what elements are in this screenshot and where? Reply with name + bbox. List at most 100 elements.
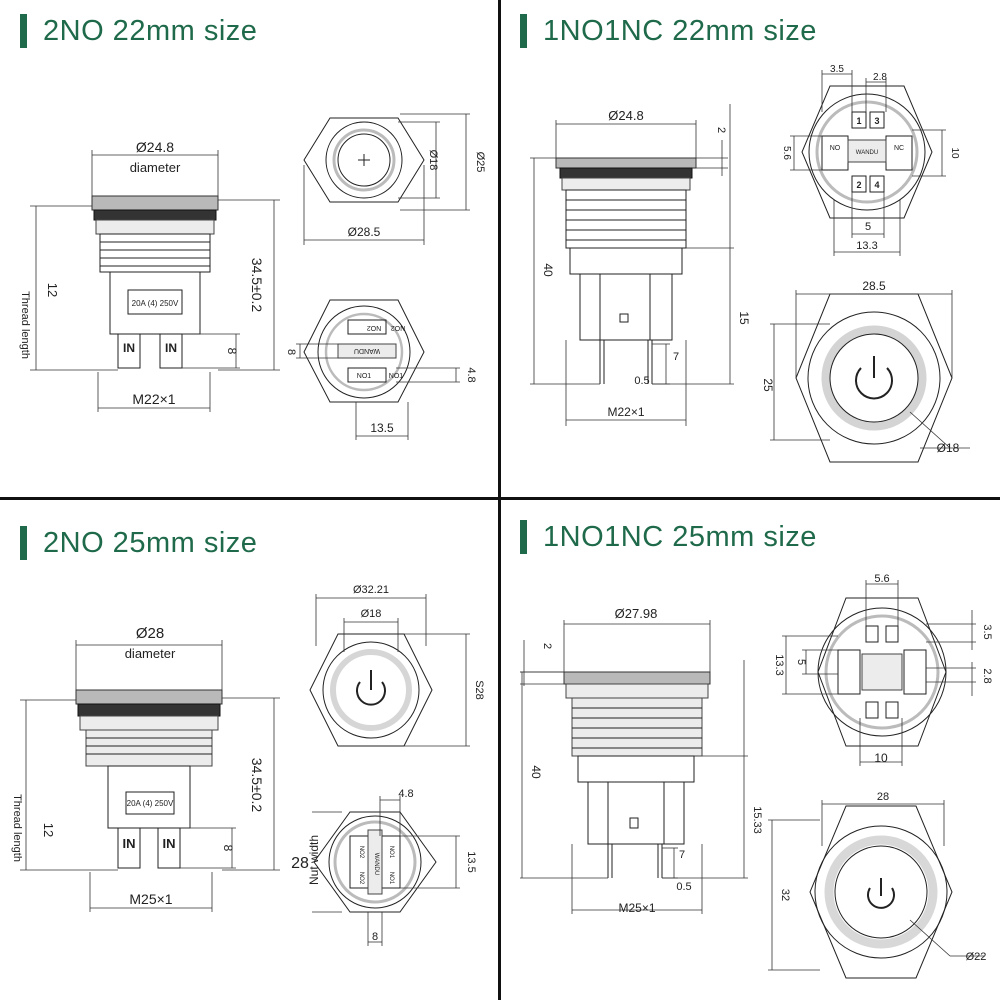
- label-diameter-word: diameter: [130, 160, 181, 175]
- label-thread-length: Thread length: [11, 794, 23, 862]
- label-thread: M22×1: [132, 391, 175, 407]
- label-w13: 13.3: [856, 240, 877, 252]
- label-d2: 3.5: [981, 624, 993, 639]
- label-diameter: Ø24.8: [136, 139, 174, 155]
- label-head-width: Ø32.21: [353, 584, 389, 596]
- panel-1no1nc-25mm: Ø27.98 2 40 15.33 7 0.5 M25×1 5.6 3.5 13…: [500, 500, 1000, 1000]
- terminal-no2-b: NO2: [358, 872, 364, 885]
- label-thread: M25×1: [618, 901, 655, 915]
- label-face-width: 28: [877, 791, 889, 803]
- label-thread-length-value: 12: [41, 823, 56, 837]
- title-accent-bar: [20, 526, 27, 560]
- label-thread-length: Thread length: [19, 291, 31, 359]
- label-pin: 7: [679, 849, 685, 861]
- panel-1no1nc-22mm: Ø24.8 2 40 15 7 0.5 M22×1 3.5 2.8 5.6 10…: [500, 0, 1000, 500]
- label-pin-thickness: 0.5: [676, 881, 691, 893]
- panel-2no-25mm: Ø28 diameter 34.5±0.2 12 Thread length 8…: [0, 500, 500, 1000]
- label-d1: 3.5: [830, 64, 844, 75]
- label-w5: 5: [865, 221, 871, 233]
- label-d2: 2.8: [873, 72, 887, 83]
- label-rating: 20A (4) 250V: [127, 799, 174, 808]
- label-height: 34.5±0.2: [249, 258, 265, 313]
- label-face-diameter: Ø18: [937, 441, 960, 455]
- label-nut-value: 28: [291, 855, 309, 872]
- label-lower: 15.33: [751, 806, 763, 834]
- terminal-no1-a: NO1: [357, 373, 372, 380]
- label-head-diameter: Ø18: [361, 608, 382, 620]
- label-top: 2: [715, 127, 727, 133]
- horizontal-divider: [0, 497, 1000, 500]
- label-height: 34.5±0.2: [249, 758, 265, 813]
- label-side2: 10: [949, 147, 960, 159]
- label-height: 40: [529, 765, 543, 779]
- terminal-no1-b: NO1: [388, 872, 394, 885]
- label-w10: 10: [874, 751, 888, 765]
- drawing-2no-22mm: Ø24.8 diameter 34.5±0.2 12 Thread length…: [19, 113, 486, 440]
- panel-title-text: 2NO 22mm size: [43, 14, 258, 47]
- title-accent-bar: [520, 520, 527, 554]
- label-face-height: 32: [779, 889, 791, 901]
- label-rating: 20A (4) 250V: [132, 299, 179, 308]
- panel-title: 1NO1NC 22mm size: [520, 14, 817, 48]
- brand-label: WANDU: [856, 150, 878, 156]
- title-accent-bar: [20, 14, 27, 48]
- drawing-1no1nc-22mm: Ø24.8 2 40 15 7 0.5 M22×1 3.5 2.8 5.6 10…: [530, 64, 970, 463]
- label-thread-length-value: 12: [45, 283, 60, 297]
- label-in-1: IN: [123, 341, 135, 355]
- label-head-d2: Ø25: [474, 152, 486, 173]
- label-no: NO: [830, 145, 841, 152]
- panel-title: 2NO 25mm size: [20, 526, 257, 560]
- label-nut-width: Nut width: [307, 835, 321, 885]
- label-pin: 7: [673, 351, 679, 363]
- pin-2: 2: [856, 180, 861, 190]
- panel-2no-22mm: Ø24.8 diameter 34.5±0.2 12 Thread length…: [0, 0, 500, 500]
- label-head-d1: Ø18: [427, 150, 439, 171]
- label-side2: 5: [795, 659, 807, 665]
- title-accent-bar: [520, 14, 527, 48]
- panel-title: 1NO1NC 25mm size: [520, 520, 817, 554]
- label-diameter: Ø27.98: [615, 606, 658, 621]
- label-back-width: 8: [372, 931, 378, 943]
- brand-label: WANDU: [373, 853, 379, 875]
- label-diameter: Ø28: [136, 625, 164, 642]
- terminal-no2-a: NO2: [367, 324, 382, 331]
- label-height: 40: [541, 263, 555, 277]
- label-thread: M22×1: [607, 405, 644, 419]
- label-side1: 13.3: [773, 654, 785, 675]
- panel-title-text: 2NO 25mm size: [43, 526, 258, 559]
- label-face-width: 28.5: [862, 279, 886, 293]
- panel-title-text: 1NO1NC 22mm size: [543, 14, 817, 47]
- label-back-height: 13.5: [465, 851, 477, 872]
- label-pin-thickness: 0.5: [634, 375, 649, 387]
- label-head-height: S28: [473, 680, 485, 700]
- pin-4: 4: [874, 180, 879, 190]
- label-diameter: Ø24.8: [608, 108, 643, 123]
- panel-title: 2NO 22mm size: [20, 14, 257, 48]
- pin-3: 3: [874, 116, 879, 126]
- vertical-divider: [498, 0, 501, 1000]
- label-in-2: IN: [165, 341, 177, 355]
- panel-title-text: 1NO1NC 25mm size: [543, 520, 817, 553]
- terminal-no1-b: NO1: [389, 373, 404, 380]
- label-back-width: 13.5: [370, 421, 394, 435]
- label-diameter-word: diameter: [125, 646, 176, 661]
- terminal-no1-a: NO1: [388, 846, 394, 859]
- brand-label: WANDU: [354, 347, 380, 354]
- label-top: 2: [541, 643, 553, 649]
- label-lower: 15: [737, 311, 751, 325]
- label-back-terminal: 4.8: [398, 788, 413, 800]
- label-nc: NC: [894, 145, 904, 152]
- pin-1: 1: [856, 116, 861, 126]
- terminal-no2-b: NO2: [391, 324, 406, 331]
- label-in-1: IN: [123, 836, 136, 851]
- label-terminal: 8: [221, 845, 235, 852]
- drawing-2no-25mm: Ø28 diameter 34.5±0.2 12 Thread length 8…: [11, 584, 485, 946]
- label-thread: M25×1: [129, 891, 172, 907]
- label-head-width: Ø28.5: [348, 225, 381, 239]
- label-face-height: 25: [761, 378, 775, 392]
- label-side3: 2.8: [981, 668, 993, 683]
- drawing-1no1nc-25mm: Ø27.98 2 40 15.33 7 0.5 M25×1 5.6 3.5 13…: [520, 573, 993, 979]
- label-side1: 5.6: [781, 146, 792, 160]
- label-back-terminal: 4.8: [465, 367, 477, 382]
- label-face-diameter: Ø22: [966, 951, 987, 963]
